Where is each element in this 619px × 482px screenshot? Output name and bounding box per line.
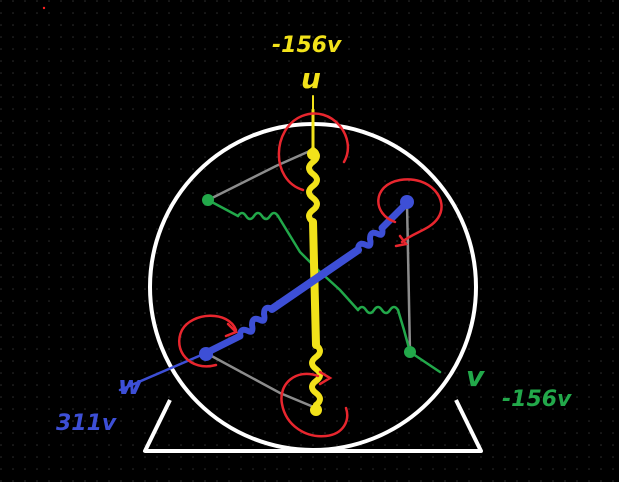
phase-u-node-top: [307, 148, 319, 160]
wire-blue-left-to-yellow: [205, 351, 317, 410]
rotation-markers: [178, 112, 443, 438]
w-phase-label: w: [118, 371, 143, 401]
phase-w-coil-upper: [355, 225, 386, 253]
phase-v-coil-upper: [236, 211, 280, 221]
w-voltage-label: 311v: [56, 411, 117, 436]
rotation-marker-u-top: [277, 112, 350, 192]
rotation-marker-u-bottom: [280, 370, 349, 438]
phase-u-coil-lower: [309, 342, 323, 408]
rotation-marker-w-right: [377, 178, 443, 248]
v-phase-label: v: [466, 360, 485, 393]
rotation-marker-w-left: [178, 314, 239, 368]
phase-u-coil-upper: [306, 147, 320, 225]
stray-dot: [42, 6, 46, 10]
v-voltage-label: -156v: [502, 387, 572, 412]
wire-u-top-to-green: [207, 148, 313, 202]
u-voltage-label: -156v: [272, 33, 342, 58]
phase-w-node-bottom: [199, 347, 213, 361]
motor-base: [143, 399, 483, 453]
phase-v-coil-lower: [356, 305, 400, 315]
delta-wires: [205, 148, 412, 410]
phase-u-node-bottom: [310, 404, 322, 416]
phase-v-node-bottom: [404, 346, 416, 358]
wire-blue-right-to-green: [405, 202, 412, 353]
phase-w-coil-lower: [237, 304, 275, 339]
u-phase-label: u: [301, 62, 321, 95]
phase-v-winding: [206, 198, 442, 374]
phase-v-node-top: [202, 194, 214, 206]
phase-w-node-top: [400, 195, 414, 209]
